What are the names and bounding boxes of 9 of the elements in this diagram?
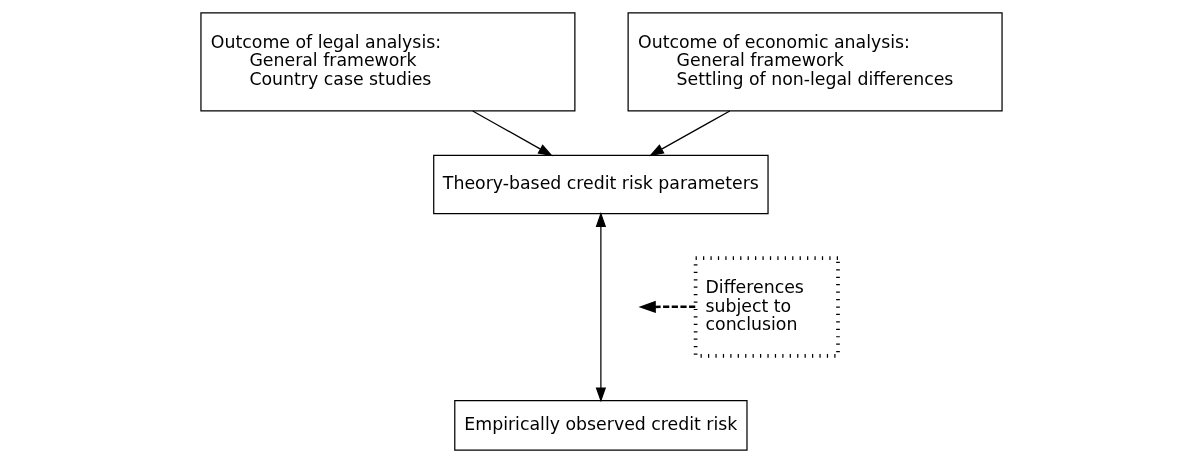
- node-box: Differences subject to conclusion: [693, 256, 840, 358]
- node-box: Theory-based credit risk parameters: [433, 154, 769, 215]
- node-box: Empirically observed credit risk: [454, 399, 748, 451]
- node-box: Outcome of legal analysis: General framework Country case studies: [200, 12, 576, 112]
- node-box: Outcome of economic analysis: General framework Settling of non-legal differences: [627, 12, 1003, 112]
- arrow: [472, 110, 553, 157]
- arrow: [649, 110, 731, 157]
- arrow: [595, 212, 607, 403]
- arrow: [638, 300, 696, 313]
